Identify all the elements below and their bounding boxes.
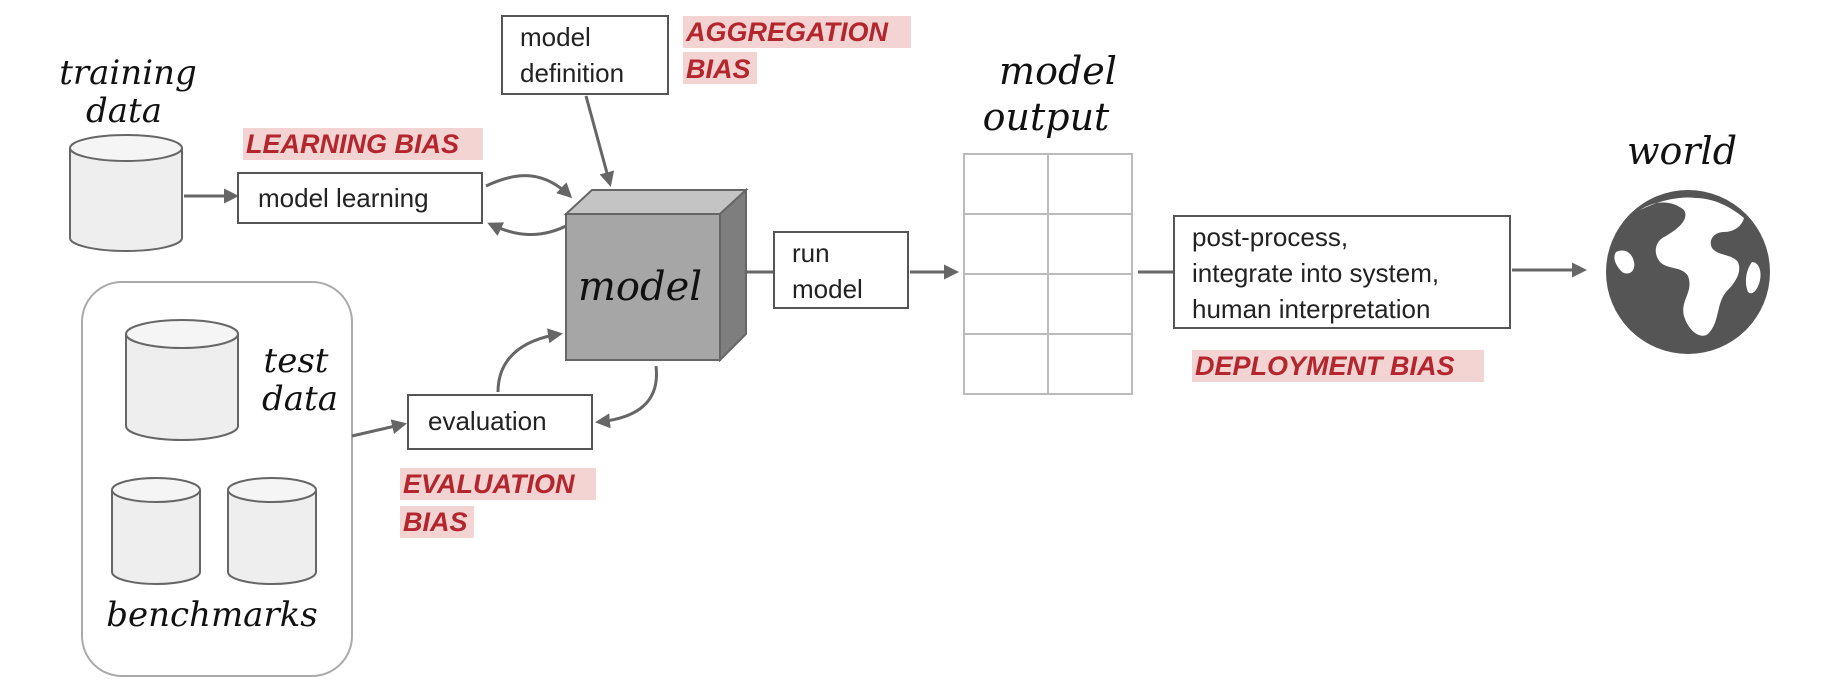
training-data-cylinder-icon xyxy=(69,134,183,252)
model-learning-text: model learning xyxy=(258,183,429,213)
post-process-text-line1: post-process, xyxy=(1192,222,1348,252)
arrow-evaluation-to-model xyxy=(496,328,563,393)
post-process-box: post-process, integrate into system, hum… xyxy=(1173,215,1511,329)
post-process-text-line2: integrate into system, xyxy=(1192,258,1439,288)
arrow-model-to-learning xyxy=(487,222,571,236)
run-model-text-line1: run xyxy=(792,238,830,268)
arrow-learning-to-model xyxy=(485,174,573,199)
model-output-label-line1: model xyxy=(999,49,1117,93)
post-process-text-line3: human interpretation xyxy=(1192,294,1430,324)
run-model-text-line2: model xyxy=(792,274,863,304)
globe-icon xyxy=(1606,190,1770,354)
test-data-label-line1: test xyxy=(264,341,329,381)
evaluation-text: evaluation xyxy=(428,406,547,436)
model-output-table-icon xyxy=(963,153,1133,395)
model-cube-icon: model xyxy=(563,187,749,363)
world-label: world xyxy=(1627,129,1737,173)
deployment-bias-tag: DEPLOYMENT BIAS xyxy=(1192,350,1484,382)
evaluation-bias-text-line1: EVALUATION xyxy=(403,469,575,499)
deployment-bias-text: DEPLOYMENT BIAS xyxy=(1195,351,1455,381)
learning-bias-tag: LEARNING BIAS xyxy=(243,128,483,160)
aggregation-bias-text-line2: BIAS xyxy=(686,54,751,84)
model-definition-text-line1: model xyxy=(520,22,591,52)
training-data-label-line1: training xyxy=(59,53,197,93)
training-data-label-line2: data xyxy=(86,91,162,131)
evaluation-box: evaluation xyxy=(407,394,593,450)
model-label: model xyxy=(578,264,702,310)
model-output-label-line2: output xyxy=(983,95,1110,139)
arrow-testdata-to-evaluation xyxy=(351,419,407,438)
benchmarks-label: benchmarks xyxy=(106,595,318,635)
run-model-box: run model xyxy=(773,231,909,309)
test-data-cylinder-icon xyxy=(125,319,239,441)
learning-bias-text: LEARNING BIAS xyxy=(246,129,459,159)
arrow-model-to-evaluation xyxy=(595,365,658,429)
benchmark-cylinder-icon xyxy=(111,477,201,585)
model-definition-box: model definition xyxy=(501,15,669,95)
evaluation-bias-text-line2: BIAS xyxy=(403,507,468,537)
evaluation-bias-tag: EVALUATION BIAS xyxy=(400,468,596,538)
model-definition-text-line2: definition xyxy=(520,58,624,88)
benchmark-cylinder-icon xyxy=(227,477,317,585)
aggregation-bias-tag: AGGREGATION BIAS xyxy=(683,16,911,84)
arrow-definition-to-model xyxy=(584,95,615,187)
model-learning-box: model learning xyxy=(237,172,483,224)
aggregation-bias-text-line1: AGGREGATION xyxy=(685,17,889,47)
test-data-label-line2: data xyxy=(262,379,338,419)
